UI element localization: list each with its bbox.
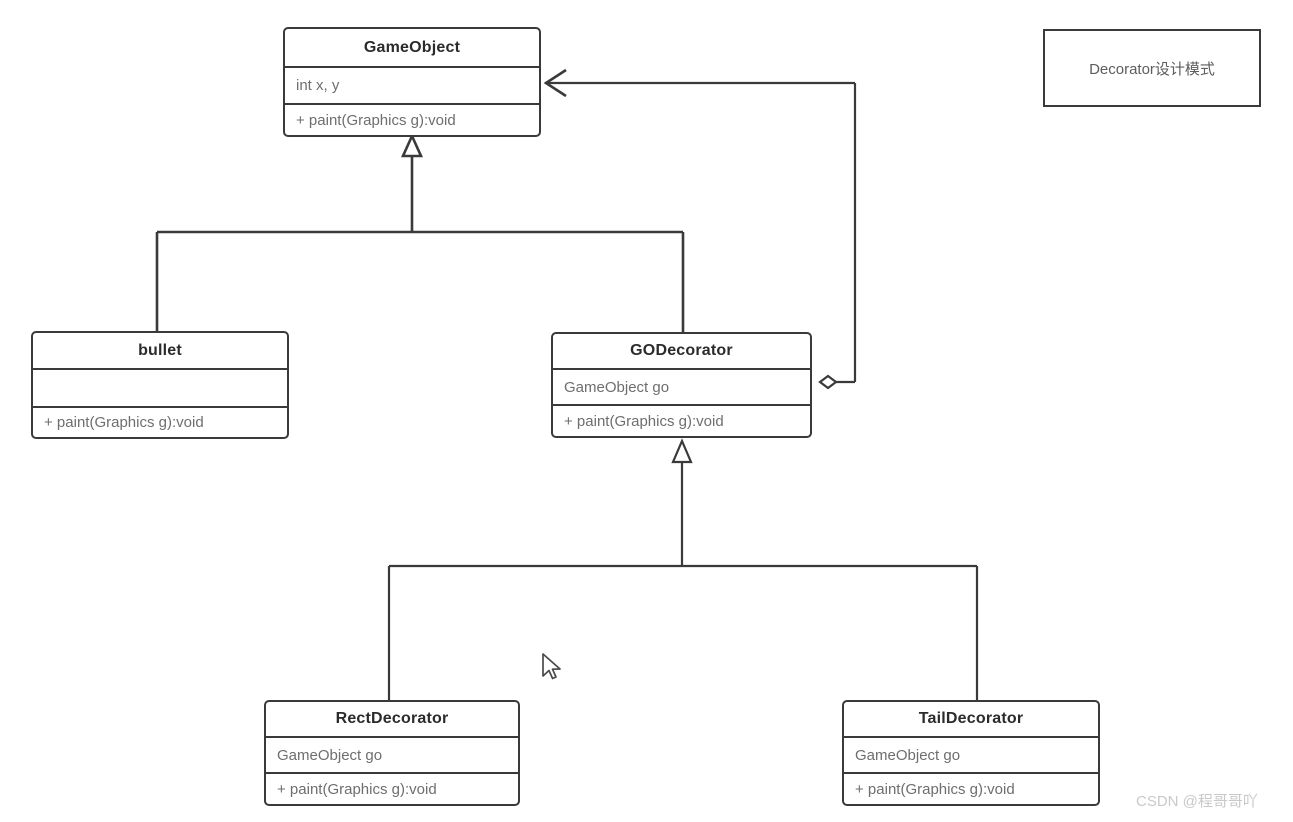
generalization-edge-to-gameobject	[155, 152, 685, 332]
class-attributes-rectdecorator: GameObject go	[266, 738, 518, 774]
class-operations-bullet: + paint(Graphics g):void	[44, 414, 204, 431]
class-name-taildecorator: TailDecorator	[844, 702, 1098, 738]
class-box-rectdecorator[interactable]: RectDecorator GameObject go + paint(Grap…	[264, 700, 520, 806]
class-operations-taildecorator: + paint(Graphics g):void	[855, 780, 1015, 798]
class-name-rectdecorator: RectDecorator	[266, 702, 518, 738]
class-operations-gameobject: + paint(Graphics g):void	[296, 111, 456, 129]
note-box-pattern-title[interactable]: Decorator设计模式	[1043, 29, 1261, 107]
class-attributes-godecorator: GameObject go	[553, 370, 810, 406]
class-attributes-bullet	[33, 370, 287, 408]
class-name-bullet: bullet	[33, 333, 287, 370]
generalization-edge-to-godecorator	[387, 462, 979, 700]
class-operations-godecorator: + paint(Graphics g):void	[564, 412, 724, 430]
class-operations-rectdecorator: + paint(Graphics g):void	[277, 780, 437, 798]
class-box-bullet[interactable]: bullet + paint(Graphics g):void	[31, 331, 289, 439]
inheritance-triangle-gameobject	[400, 132, 424, 158]
class-attributes-taildecorator: GameObject go	[844, 738, 1098, 774]
mouse-cursor-icon	[542, 653, 561, 680]
open-arrowhead-gameobject	[543, 68, 567, 98]
aggregation-diamond	[818, 374, 838, 390]
class-attributes-gameobject: int x, y	[285, 68, 539, 105]
class-box-gameobject[interactable]: GameObject int x, y + paint(Graphics g):…	[283, 27, 541, 137]
watermark-label: CSDN @程哥哥吖	[1136, 793, 1258, 810]
class-name-godecorator: GODecorator	[553, 334, 810, 370]
class-box-taildecorator[interactable]: TailDecorator GameObject go + paint(Grap…	[842, 700, 1100, 806]
class-box-godecorator[interactable]: GODecorator GameObject go + paint(Graphi…	[551, 332, 812, 438]
inheritance-triangle-godecorator	[671, 438, 693, 464]
class-name-gameobject: GameObject	[285, 29, 539, 68]
note-box-label: Decorator设计模式	[1089, 60, 1215, 78]
